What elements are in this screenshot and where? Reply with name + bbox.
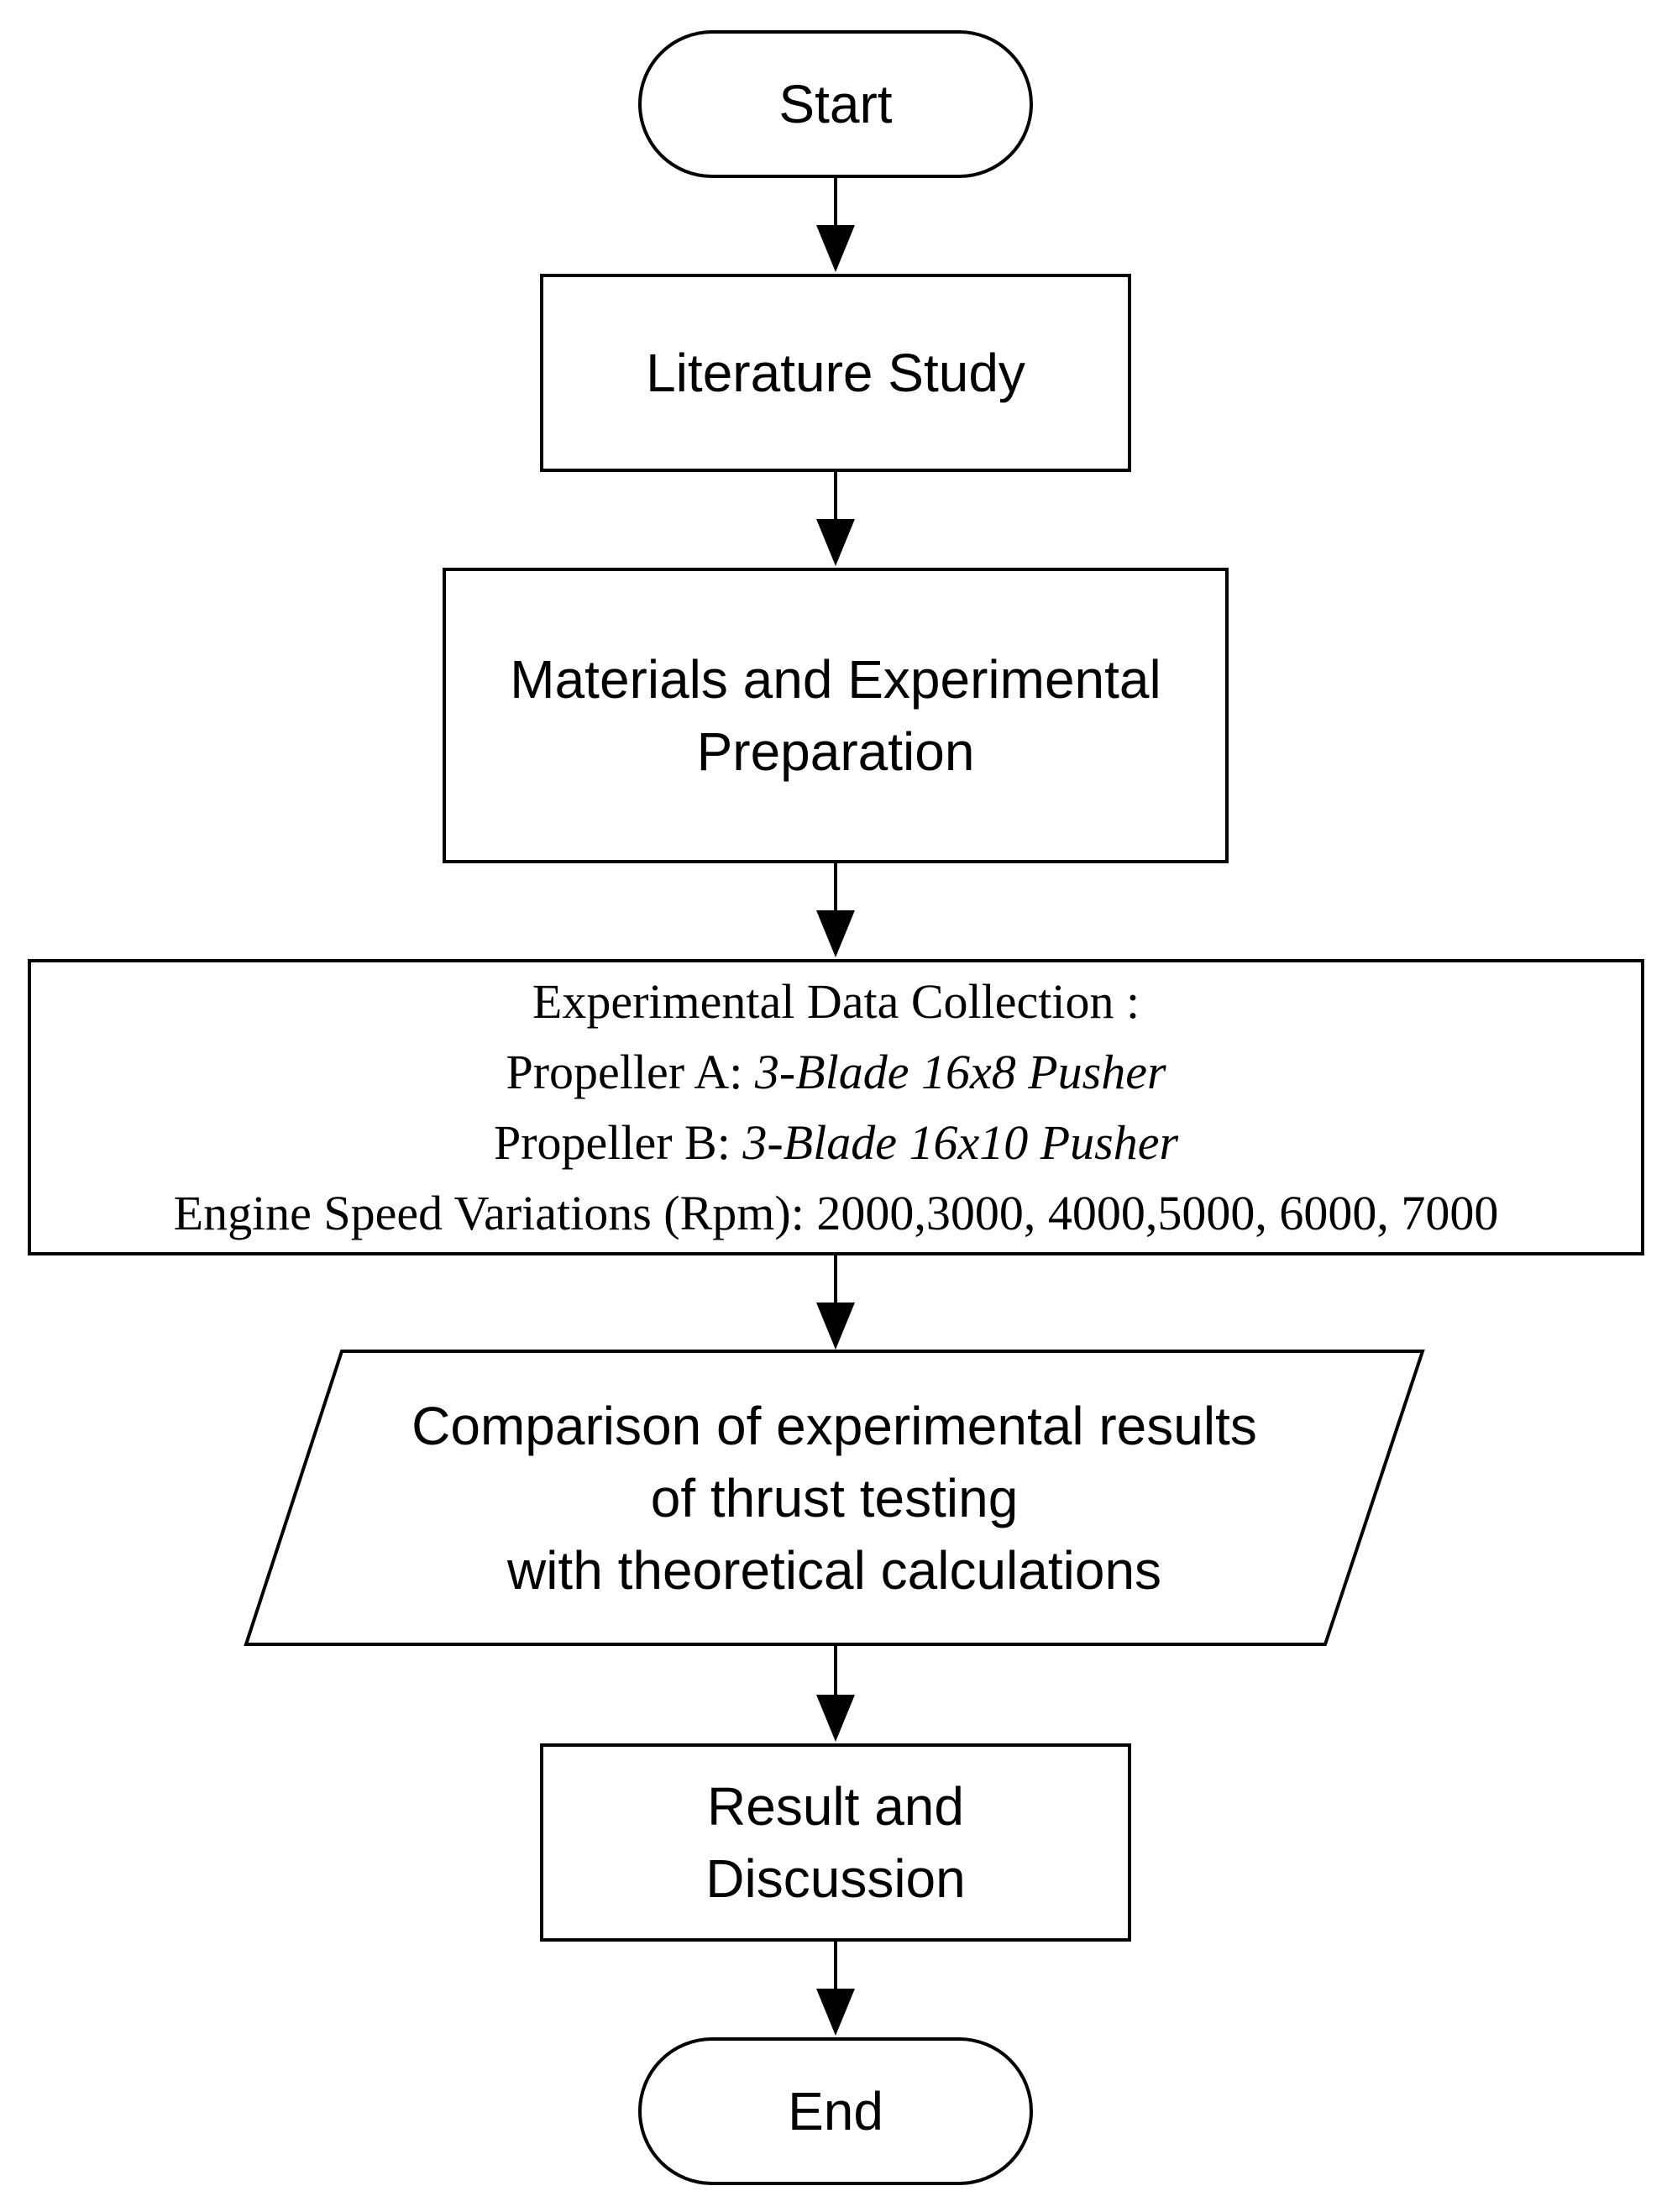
arrow-literature-to-materials (816, 470, 855, 566)
comparison-line-3: with theoretical calculations (506, 1539, 1162, 1601)
arrow-collection-to-comparison (816, 1254, 855, 1350)
materials-preparation-step: Materials and Experimental Preparation (443, 568, 1229, 863)
result-discussion-step: Result and Discussion (540, 1743, 1131, 1942)
propeller-b-line: Propeller B: 3-Blade 16x10 Pusher (494, 1108, 1178, 1178)
arrow-materials-to-collection (816, 862, 855, 957)
data-collection-step: Experimental Data Collection : Propeller… (28, 959, 1644, 1255)
arrow-start-to-literature (816, 176, 855, 272)
comparison-line-2: of thrust testing (650, 1467, 1019, 1528)
literature-study-label: Literature Study (646, 343, 1025, 403)
start-label: Start (778, 74, 893, 134)
propeller-b-value: 3-Blade 16x10 Pusher (742, 1114, 1179, 1170)
comparison-parallelogram (244, 1350, 1425, 1646)
materials-preparation-line-2: Preparation (696, 721, 975, 782)
propeller-a-line: Propeller A: 3-Blade 16x8 Pusher (506, 1037, 1166, 1108)
comparison-io-step: Comparison of experimental results of th… (246, 1351, 1423, 1644)
data-collection-title: Experimental Data Collection : (532, 973, 1140, 1029)
comparison-line-1: Comparison of experimental results (411, 1395, 1257, 1456)
start-terminal: Start (638, 30, 1033, 178)
result-discussion-line-1: Result and (707, 1776, 964, 1837)
arrow-result-to-end (816, 1940, 855, 2036)
arrow-comparison-to-result (816, 1646, 855, 1742)
propeller-a-prefix: Propeller A: (506, 1044, 755, 1099)
end-terminal: End (638, 2037, 1033, 2185)
propeller-b-prefix: Propeller B: (493, 1114, 743, 1170)
materials-preparation-line-1: Materials and Experimental (510, 649, 1161, 710)
propeller-a-value: 3-Blade 16x8 Pusher (754, 1044, 1166, 1099)
literature-study-step: Literature Study (540, 274, 1131, 472)
end-label: End (788, 2081, 883, 2141)
engine-speed-line: Engine Speed Variations (Rpm): 2000,3000… (173, 1185, 1499, 1240)
result-discussion-line-2: Discussion (705, 1848, 966, 1909)
